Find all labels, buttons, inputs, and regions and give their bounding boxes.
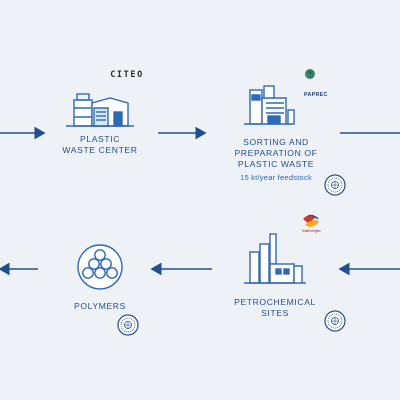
- factory-building-icon: [66, 93, 134, 127]
- sorting-label: SORTING AND PREPARATION OF PLASTIC WASTE: [221, 137, 331, 170]
- sorting-plant-icon: [244, 85, 295, 125]
- plastic-waste-center-label: PLASTIC WASTE CENTER: [60, 134, 140, 156]
- citeo-logo: CITEO: [110, 70, 144, 80]
- totalenergies-logo: [303, 214, 319, 227]
- totalenergies-wordmark: TotalEnergies: [301, 229, 321, 233]
- label-line: SITES: [261, 308, 289, 318]
- label-line: WASTE CENTER: [62, 145, 138, 155]
- certification-seal-icon: [117, 314, 139, 336]
- label-line: PLASTIC: [79, 134, 121, 144]
- label-line: PREPARATION OF: [234, 148, 318, 158]
- label-line: SORTING AND: [243, 137, 309, 147]
- paprec-logo: PAPREC: [304, 92, 328, 98]
- polymers-label: POLYMERS: [74, 301, 126, 311]
- sorting-capacity: 15 kt/year feedstock: [240, 173, 312, 182]
- petrochemical-label: PETROCHEMICAL SITES: [225, 297, 325, 319]
- label-line: PLASTIC WASTE: [237, 159, 315, 169]
- certification-seal-icon: [324, 174, 346, 196]
- refinery-icon: [244, 233, 306, 284]
- paprec-globe-logo: [305, 69, 315, 79]
- label-line: PETROCHEMICAL: [234, 297, 316, 307]
- polymer-pellets-icon: [77, 244, 123, 290]
- certification-seal-icon: [324, 310, 346, 332]
